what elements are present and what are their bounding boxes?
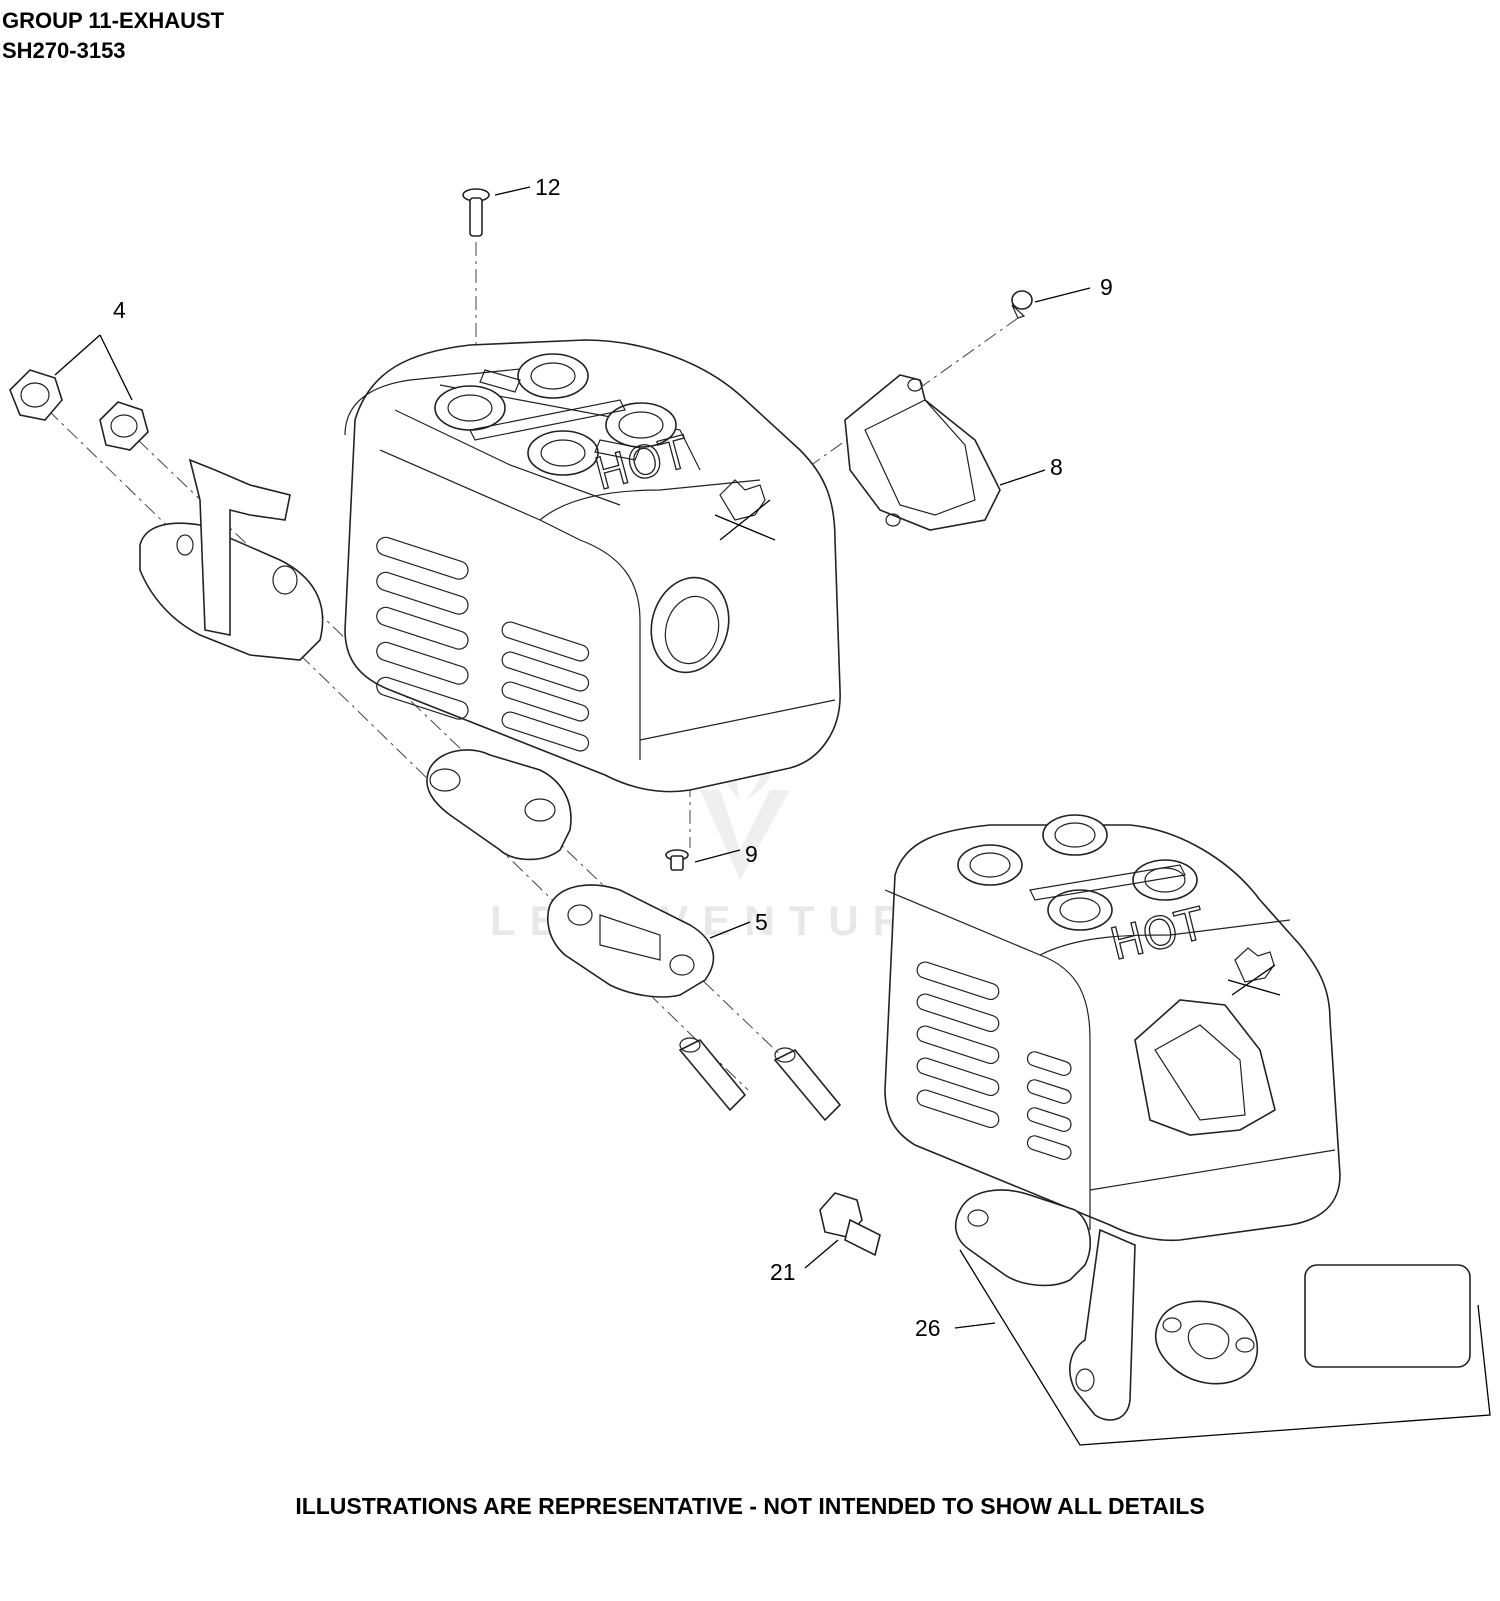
kit-bracket-line: [959, 1249, 1491, 1446]
side-vents: [376, 536, 590, 752]
group-title: GROUP 11-EXHAUST: [2, 8, 225, 33]
outlet-screw: [665, 849, 689, 871]
kit-gasket: [1154, 1300, 1259, 1385]
callout-8: 8: [1050, 454, 1063, 480]
flange-nut-pair: [9, 369, 149, 451]
callout-4: 4: [113, 297, 126, 323]
lower-side-vents: [916, 961, 1072, 1161]
callout-12: 12: [535, 174, 561, 200]
kit-decal: [1304, 1264, 1471, 1368]
callout-21: 21: [770, 1259, 796, 1285]
mounting-studs: [678, 1037, 842, 1122]
callouts: 12 9 4 8 9 5 21 26: [54, 174, 1113, 1341]
top-screw: [462, 188, 490, 237]
callout-9-top: 9: [1100, 274, 1113, 300]
outlet-deflector: [844, 374, 1001, 531]
callout-26: 26: [915, 1315, 941, 1341]
disclaimer-note: ILLUSTRATIONS ARE REPRESENTATIVE - NOT I…: [295, 1493, 1205, 1519]
flange-bolt: [819, 1192, 881, 1257]
callout-9-lower: 9: [745, 841, 758, 867]
shield-screw: [1011, 290, 1033, 319]
upper-muffler-assembly: HOT: [344, 339, 841, 861]
hot-hand-icon: [714, 479, 776, 541]
heat-bracket: [139, 458, 324, 661]
muffler-gasket: [547, 884, 715, 998]
lower-hot-hand-icon: [1227, 947, 1281, 996]
callout-5: 5: [755, 909, 768, 935]
diagram-header: GROUP 11-EXHAUST SH270-3153: [2, 6, 224, 66]
model-number: SH270-3153: [2, 38, 126, 63]
lower-muffler-assembly: HOT: [884, 814, 1341, 1421]
